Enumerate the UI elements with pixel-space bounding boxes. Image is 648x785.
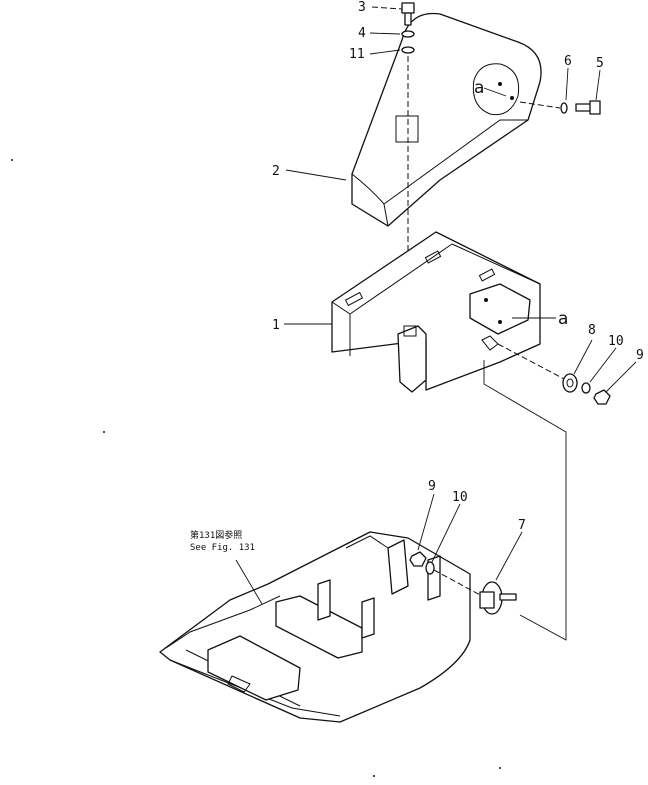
- callout-7: 7: [518, 518, 526, 533]
- bracket-part: [331, 231, 567, 393]
- callout-2: 2: [272, 164, 280, 179]
- callout-9-lower: 9: [428, 479, 436, 494]
- base-plate: [159, 531, 471, 723]
- leader-lines: [235, 6, 637, 605]
- reference-mark-a-cover: a: [474, 78, 484, 98]
- callout-10-upper: 10: [608, 334, 624, 349]
- callout-5: 5: [596, 56, 604, 71]
- scan-specks: [11, 159, 501, 777]
- callout-3: 3: [358, 0, 366, 15]
- note-see-fig: See Fig. 131: [190, 543, 255, 553]
- note-japanese: 第131図参照: [190, 529, 242, 541]
- callout-labels: 3 4 11 2 6 5 1 8 10 9 9 10 7 a a 第131図参照…: [190, 0, 644, 553]
- callout-11: 11: [349, 47, 365, 62]
- callout-9-upper: 9: [636, 348, 644, 363]
- callout-6: 6: [564, 54, 572, 69]
- callout-8: 8: [588, 323, 596, 338]
- callout-10-lower: 10: [452, 490, 468, 505]
- side-bolt: [519, 100, 601, 115]
- reference-mark-a-bracket: a: [558, 309, 568, 329]
- cover-part: [351, 12, 542, 227]
- mount-hardware: [409, 551, 517, 615]
- callout-4: 4: [358, 26, 366, 41]
- washer-nut-set: [562, 373, 611, 405]
- callout-1: 1: [272, 318, 280, 333]
